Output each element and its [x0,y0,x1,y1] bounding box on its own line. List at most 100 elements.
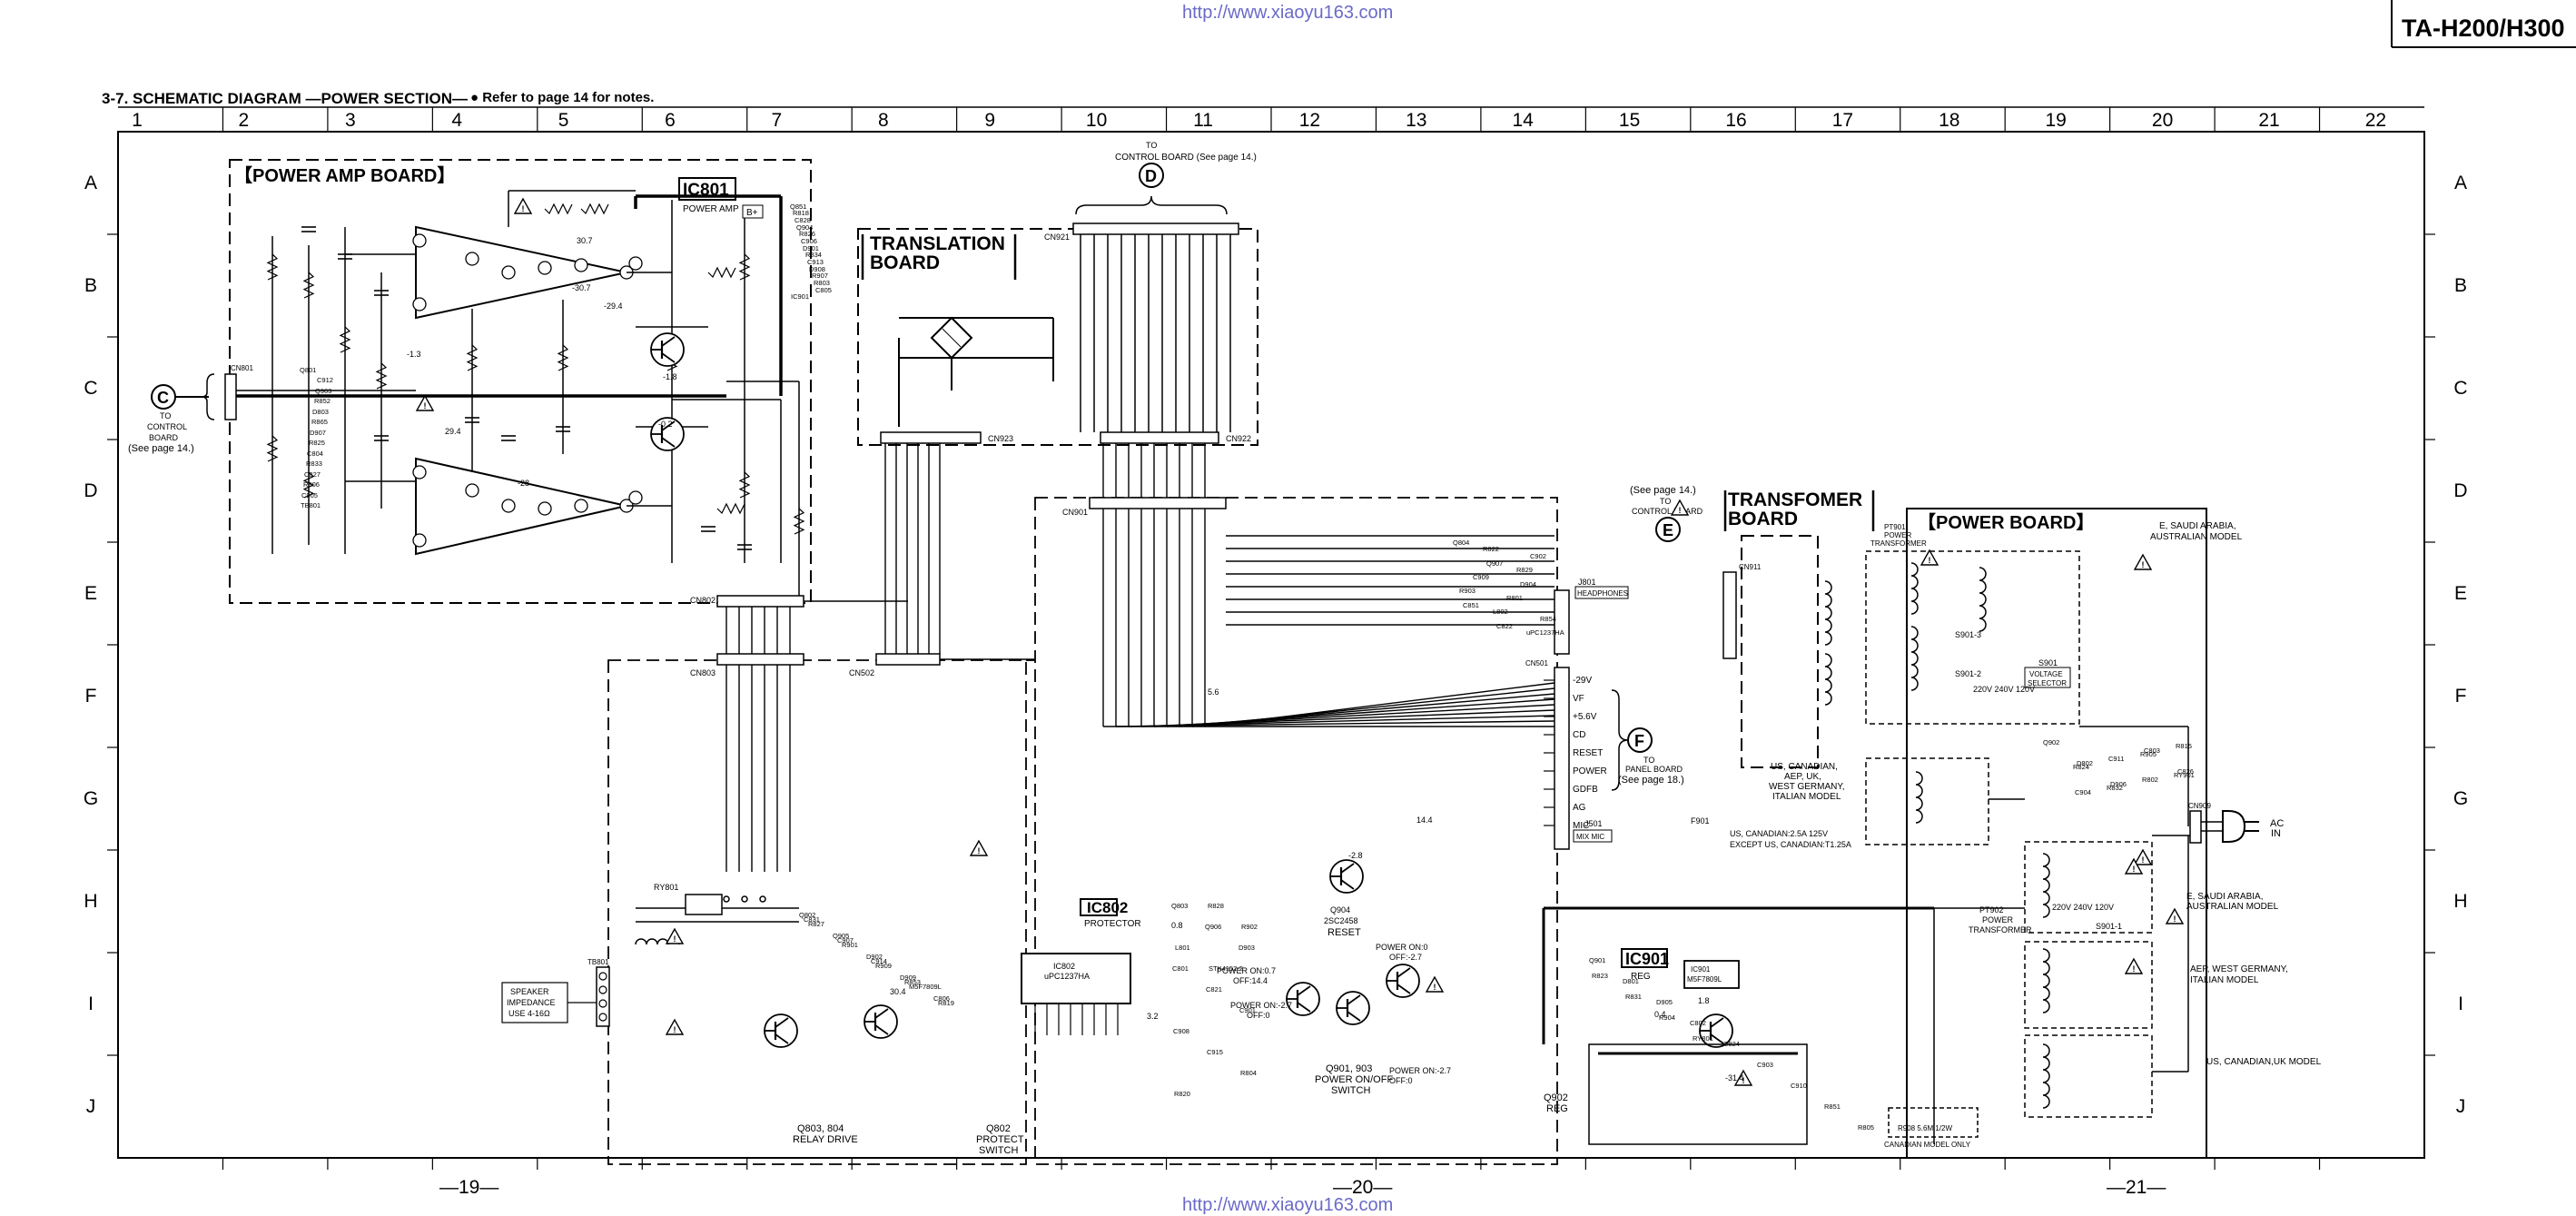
svg-text:CN901: CN901 [1062,508,1088,517]
aep-label-1: AEP, WEST GERMANY, [2190,964,2288,974]
page-number-20: —20— [1333,1177,1393,1198]
ic801-pin [412,233,427,248]
ic801-pin [538,261,552,275]
component-ref: Q906 [1205,923,1221,931]
ac-in-label-1: AC [2270,818,2284,829]
voltage-selector-label-1: S901 [2038,658,2058,667]
model-number: TA-H200/H300 [2402,15,2565,42]
component-ref: Q801 [300,366,316,374]
svg-text:CN502: CN502 [849,668,874,677]
svg-text:CN909: CN909 [2188,802,2211,810]
component-ref: L802 [1493,608,1508,616]
ic801-sub: POWER AMP [683,204,739,214]
component-ref: C908 [1173,1027,1189,1035]
transformer-board-title-1: TRANSFOMER [1728,489,1862,510]
voltage-values-b: 220V 240V 120V [2052,903,2114,912]
component-ref: R804 [1240,1069,1257,1077]
row-letter-F: F [84,685,97,707]
row-letter-G: G [83,787,99,809]
transformer-coil [1824,653,1832,706]
column-number-17: 17 [1831,110,1854,131]
component-ref: C828 [795,216,811,224]
svg-text:B+: B+ [746,208,758,218]
voltage-value: -30.7 [572,283,591,292]
svg-text:!: ! [1742,1076,1745,1085]
component-ref: uPC1237HA [1526,628,1564,637]
voltage-value: -1.3 [407,350,421,359]
component-ref: R805 [1858,1123,1874,1132]
column-number-1: 1 [132,110,143,131]
source-url-top[interactable]: http://www.xiaoyu163.com [1182,3,1394,23]
notes-reference: ● Refer to page 14 for notes. [470,90,655,105]
component-ref: R819 [938,999,954,1007]
voltage-value: 3.2 [1147,1012,1159,1021]
component-ref: R903 [1459,587,1476,595]
component-ref: C905 [301,491,318,499]
ic801-pin [412,533,427,548]
cn501-pin-label: MIC [1573,821,1589,831]
connector-d-text-1: CONTROL BOARD (See page 14.) [1115,153,1257,163]
transformer-coil [2042,853,2050,918]
e-saudi-label-1: E, SAUDI ARABIA, [2159,521,2235,531]
translation-board-outline [857,228,1258,446]
component-ref: R824 [2073,763,2089,771]
component-ref: D801 [1623,977,1639,985]
component-ref: C910 [1791,1082,1807,1090]
resistor [557,344,569,371]
component-ref: C802 [1690,1019,1706,1027]
pt901-variant-box [1865,550,2080,725]
cn501-pin-label: -29V [1573,676,1592,686]
row-letter-J: J [85,1095,96,1117]
svg-text:CN921: CN921 [1044,232,1070,242]
column-number-16: 16 [1725,110,1747,131]
connector-e-text-0: (See page 14.) [1630,485,1696,496]
resistor [738,253,751,281]
power-amp-wiring [234,190,800,599]
component-ref: D903 [1239,944,1255,952]
resistor [716,502,745,515]
voltage-value: -28 [518,479,529,488]
voltage-value: 5.6 [1208,687,1219,697]
voltage-selector-label-2: VOLTAGE [2029,670,2063,678]
component-ref: STK4152-2 [1209,964,1243,973]
power-on-label-5: POWER ON:0 [1376,943,1428,952]
component-ref: R818 [793,209,809,217]
transformer-coil [1824,580,1832,646]
ic802-label: IC802 [1087,899,1128,916]
component-ref: C904 [2075,788,2091,796]
transformer-board-title-2: BOARD [1728,509,1798,529]
component-ref: C822 [1496,622,1513,630]
component-ref: C907 [837,936,854,944]
connector-d-text-0: TO [1146,141,1157,150]
reset-label-2: 2SC2458 [1324,916,1358,925]
column-number-4: 4 [451,110,463,131]
power-board-title: 【POWER BOARD】 [1918,512,2094,533]
row-letter-G: G [2453,787,2469,809]
voltage-value: -1.8 [663,372,677,381]
column-number-14: 14 [1512,110,1534,131]
resistor [738,471,751,499]
source-url-bottom[interactable]: http://www.xiaoyu163.com [1182,1195,1394,1215]
power-switch-label-3: SWITCH [1331,1085,1370,1096]
component-ref: R823 [1592,972,1608,980]
canadian-only-label: CANADIAN MODEL ONLY [1884,1141,1971,1149]
pt902-label-1: PT902 [1979,905,2004,914]
us-can-uk-label: US, CANADIAN,UK MODEL [2206,1057,2322,1067]
svg-text:!: ! [2142,560,2145,569]
voltage-value: 14.4 [1416,816,1433,825]
resistor [375,362,388,390]
component-ref: D906 [2110,780,2127,788]
voltage-values: 220V 240V 120V [1973,685,2035,694]
aep-label-2: ITALIAN MODEL [2190,975,2259,985]
component-ref: R831 [1625,993,1642,1001]
component-ref: R801 [1506,594,1523,602]
translation-board-title-1: TRANSLATION [870,233,1005,254]
power-switch-label-2: POWER ON/OFF [1315,1074,1393,1085]
column-number-20: 20 [2151,110,2174,131]
page-number-19: —19— [439,1177,499,1198]
warning-triangle-icon [513,197,533,214]
component-ref: TB801 [301,501,321,509]
ic801-pin [628,256,643,271]
column-number-15: 15 [1618,110,1641,131]
warning-triangle-icon [665,927,685,944]
